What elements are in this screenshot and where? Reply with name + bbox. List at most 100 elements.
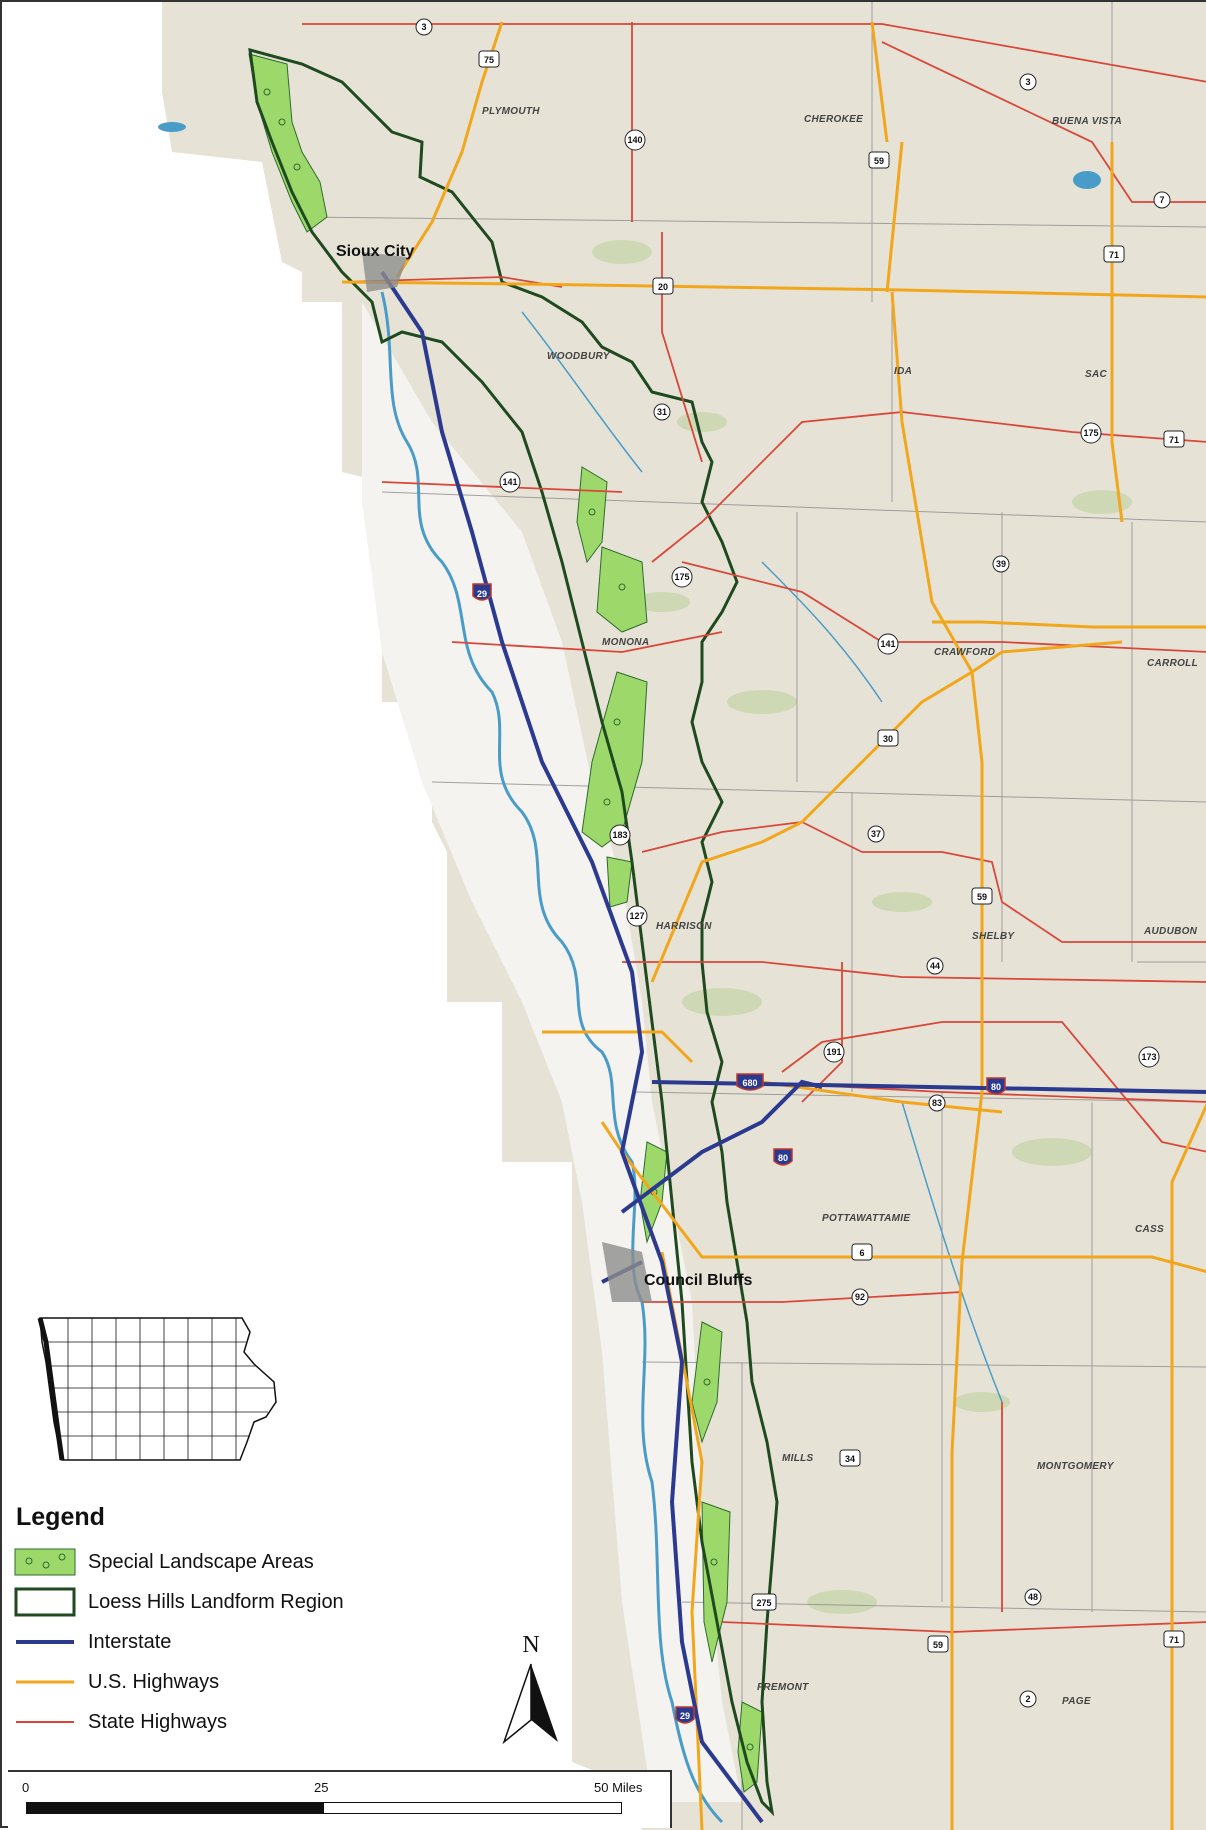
county-label-cherokee: CHEROKEE [804,114,863,125]
svg-text:275: 275 [756,1598,771,1608]
svg-text:80: 80 [991,1082,1001,1092]
svg-text:191: 191 [826,1047,841,1057]
us-shield: 71 [1163,1630,1185,1648]
state-shield: 48 [1024,1588,1042,1606]
county-label-pottawattamie: POTTAWATTAMIE [822,1213,910,1224]
svg-text:680: 680 [742,1078,757,1088]
state-shield: 39 [992,555,1010,573]
county-label-plymouth: PLYMOUTH [482,106,540,117]
svg-text:29: 29 [477,589,487,599]
legend: Legend Special Landscape Areas Loess Hil… [14,1503,574,1742]
us-shield: 6 [851,1243,873,1261]
legend-title: Legend [16,1503,105,1531]
state-shield: 141 [499,471,521,493]
legend-item-loess-hills-region: Loess Hills Landform Region [14,1582,574,1622]
state-shield: 175 [671,566,693,588]
svg-text:31: 31 [657,407,667,417]
north-label: N [522,1632,540,1658]
svg-text:71: 71 [1169,435,1179,445]
svg-text:127: 127 [629,911,644,921]
us-shield: 275 [751,1593,777,1611]
state-shield: 191 [823,1041,845,1063]
state-shield: 173 [1138,1046,1160,1068]
county-label-page: PAGE [1062,1696,1091,1707]
vegetation-texture [592,240,1132,1614]
interstate-line-swatch [14,1627,76,1657]
city-label-sioux-city: Sioux City [336,243,414,260]
county-label-mills: MILLS [782,1453,814,1464]
scale-bar: 0 25 50 Miles [8,1770,672,1828]
svg-text:59: 59 [977,892,987,902]
state-shield: 175 [1080,422,1102,444]
county-label-sac: SAC [1085,369,1107,380]
svg-text:175: 175 [1083,428,1098,438]
svg-text:183: 183 [612,830,627,840]
legend-item-interstate: Interstate [14,1622,574,1662]
us-highway-line-swatch [14,1667,76,1697]
us-route-shields: 75 59 20 71 71 30 59 6 34 275 59 71 [478,50,1185,1653]
us-shield: 34 [839,1449,861,1467]
county-label-buena-vista: BUENA VISTA [1052,116,1122,127]
lakes [158,122,1101,189]
legend-label: Interstate [88,1630,172,1653]
scale-bar-graphic [26,1802,622,1814]
svg-text:3: 3 [421,22,426,32]
svg-text:30: 30 [883,734,893,744]
interstate-shield: 29 [675,1706,695,1724]
scale-tick-start: 0 [22,1780,30,1795]
svg-text:48: 48 [1028,1592,1038,1602]
svg-text:83: 83 [932,1098,942,1108]
county-label-ida: IDA [894,366,912,377]
svg-text:6: 6 [859,1248,864,1258]
loess-boundary-swatch [14,1587,76,1617]
svg-text:80: 80 [778,1153,788,1163]
interstate-shields: 29 680 80 80 29 [472,583,1006,1724]
svg-text:71: 71 [1169,1635,1179,1645]
county-label-crawford: CRAWFORD [934,647,995,658]
county-label-montgomery: MONTGOMERY [1037,1461,1115,1472]
north-arrow-icon [502,1663,558,1745]
legend-item-state-highways: State Highways [14,1702,574,1742]
county-label-carroll: CARROLL [1147,658,1198,669]
state-shield: 7 [1153,191,1171,209]
interstate-shield: 29 [472,583,492,601]
svg-text:92: 92 [855,1292,865,1302]
svg-text:141: 141 [502,477,517,487]
interstate-shield: 80 [773,1148,793,1166]
state-shield: 44 [926,957,944,975]
svg-text:29: 29 [680,1711,690,1721]
svg-text:75: 75 [484,55,494,65]
svg-text:175: 175 [674,572,689,582]
county-label-fremont: FREMONT [757,1682,809,1693]
us-shield: 75 [478,50,500,68]
state-shield: 127 [626,905,648,927]
county-label-woodbury: WOODBURY [547,351,611,362]
legend-item-us-highways: U.S. Highways [14,1662,574,1702]
state-shield: 3 [415,18,433,36]
svg-text:140: 140 [627,135,642,145]
county-boundaries [301,2,1206,1830]
scale-tick-end: 50 Miles [594,1780,643,1795]
us-shield: 59 [868,151,890,169]
rivers [380,291,1003,1824]
svg-text:141: 141 [880,639,895,649]
state-shield: 141 [877,633,899,655]
north-arrow: N [500,1632,562,1747]
state-shield: 92 [851,1288,869,1306]
state-shield: 3 [1019,73,1037,91]
us-shield: 71 [1103,245,1125,263]
county-label-monona: MONONA [602,637,649,648]
state-highway-line-swatch [14,1707,76,1737]
state-shield: 183 [609,824,631,846]
svg-text:20: 20 [658,282,668,292]
interstate-shield: 680 [736,1073,764,1091]
scale-segment-dark [27,1803,324,1813]
svg-text:7: 7 [1159,195,1164,205]
svg-text:3: 3 [1025,77,1030,87]
iowa-inset-map [37,1317,277,1461]
legend-label: U.S. Highways [88,1670,220,1693]
legend-label: Special Landscape Areas [88,1550,314,1573]
svg-text:71: 71 [1109,250,1119,260]
